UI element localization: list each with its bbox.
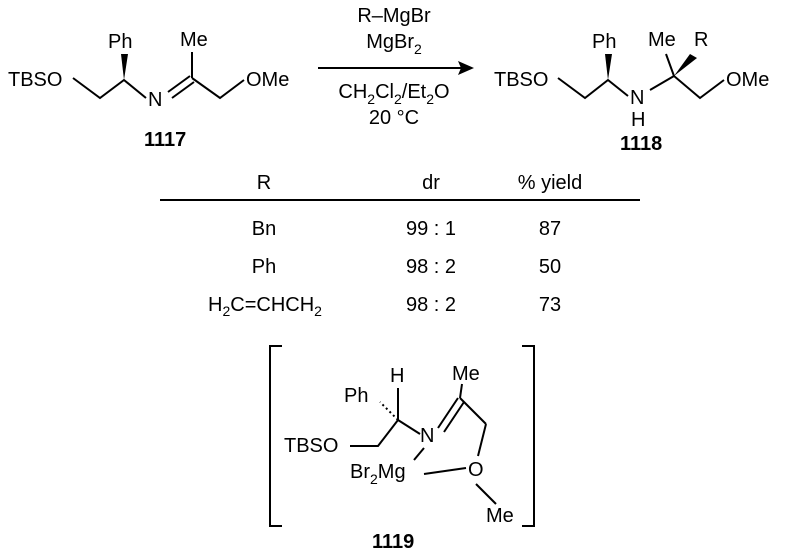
sm-tbso-label: TBSO — [8, 69, 62, 91]
row-3-yield: 73 — [538, 294, 562, 316]
pr-tbso-label: TBSO — [494, 69, 548, 91]
int-ch2-bonds — [350, 419, 399, 447]
int-methyl-bond — [459, 383, 463, 399]
int-o-me-bond — [475, 483, 497, 505]
int-me-label: Me — [452, 363, 480, 385]
left-bracket — [269, 345, 282, 527]
temperature-label: 20 °C — [369, 107, 419, 129]
sm-imine-bond-1 — [167, 75, 191, 93]
pr-compound-number: 1118 — [620, 133, 662, 155]
row-1-r: Bn — [251, 218, 277, 240]
sm-me-label: Me — [180, 29, 208, 51]
int-imine-bond-2 — [443, 401, 465, 433]
pr-r-wedge — [674, 54, 697, 76]
pr-ph-label: Ph — [592, 31, 616, 53]
sm-ch2-bonds — [191, 77, 245, 100]
int-mg-o-bond — [423, 467, 467, 475]
pr-stereo-wedge — [605, 54, 612, 80]
int-o-label: O — [468, 459, 484, 481]
sm-compound-number: 1117 — [144, 129, 186, 151]
solvent-label: CH2Cl2/Et2O — [338, 81, 449, 107]
row-3-dr: 98 : 2 — [405, 294, 457, 316]
int-ph-hash — [379, 401, 399, 421]
pr-me-label: Me — [648, 29, 676, 51]
intermediate-1119: Ph H TBSO N Me O Me Br2Mg 1119 — [269, 345, 535, 553]
row-1-dr: 99 : 1 — [405, 218, 457, 240]
sm-imine-bond-2 — [171, 81, 195, 99]
int-ome-me-label: Me — [486, 505, 514, 527]
header-yield: % yield — [517, 172, 583, 194]
int-c-n-bond — [397, 419, 421, 435]
pr-nh-label: H — [631, 109, 645, 131]
reaction-conditions: R–MgBr MgBr2 CH2Cl2/Et2O 20 °C — [318, 5, 474, 129]
int-imine-bond-1 — [437, 397, 459, 429]
sm-ph-label: Ph — [108, 31, 132, 53]
int-h-label: H — [390, 365, 404, 387]
int-ch2-o-bond — [477, 423, 487, 457]
starting-material-1117: TBSO Ph N Me OMe 1117 — [8, 29, 289, 151]
pr-ome-label: OMe — [726, 69, 769, 91]
row-2-dr: 98 : 2 — [405, 256, 457, 278]
pr-chain-bonds — [557, 77, 629, 100]
int-n-mg-bond — [413, 447, 425, 461]
int-compound-number: 1119 — [372, 531, 414, 553]
pr-ch2-bonds — [673, 75, 725, 100]
row-2-r: Ph — [251, 256, 277, 278]
reagent-mgbr2: MgBr2 — [366, 31, 422, 57]
int-c-ch2-bond — [459, 397, 487, 425]
pr-r-label: R — [694, 29, 708, 51]
pr-n-label: N — [630, 87, 644, 109]
header-dr: dr — [422, 172, 440, 194]
reagent-grignard: R–MgBr — [357, 5, 431, 27]
row-2-yield: 50 — [538, 256, 562, 278]
int-ph-label: Ph — [344, 385, 368, 407]
product-1118: TBSO Ph N H Me R OMe 1118 — [494, 29, 769, 155]
right-bracket — [522, 345, 535, 527]
int-mgbr2-label: Br2Mg — [350, 461, 406, 487]
header-r: R — [256, 172, 272, 194]
sm-chain-bonds — [72, 77, 147, 100]
pr-n-c-bond — [649, 75, 675, 91]
sm-stereo-wedge — [121, 54, 128, 80]
int-tbso-label: TBSO — [284, 435, 338, 457]
pr-methyl-bond — [665, 53, 675, 77]
int-n-label: N — [420, 425, 434, 447]
sm-n-label: N — [148, 89, 162, 111]
row-3-r: H2C=CHCH2 — [208, 294, 322, 319]
reaction-arrow-head — [458, 61, 474, 75]
sm-ome-label: OMe — [246, 69, 289, 91]
row-1-yield: 87 — [538, 218, 562, 240]
